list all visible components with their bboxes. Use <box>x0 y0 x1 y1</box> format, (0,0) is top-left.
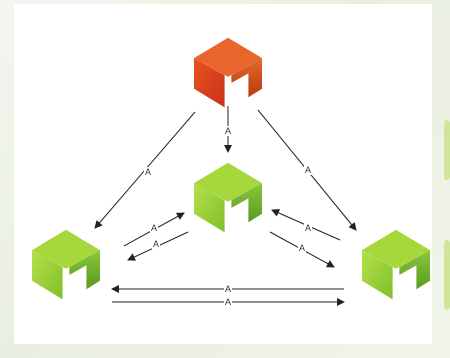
neo-cube-green-icon <box>362 229 430 300</box>
edge-label-background <box>152 239 160 249</box>
edge-label: A <box>153 239 159 249</box>
edge-label-background <box>304 165 312 175</box>
cube-top-face <box>194 37 262 77</box>
cube-left-face <box>32 250 63 300</box>
edge-label: A <box>151 223 157 233</box>
cube-top-face <box>32 229 100 269</box>
edge-label: A <box>299 243 305 253</box>
edge-label-background <box>298 243 306 253</box>
cube-top-face <box>362 229 430 269</box>
neo-cube-green-icon <box>32 229 100 300</box>
cube-right-face <box>231 58 262 98</box>
edge-label: A <box>145 167 151 177</box>
edge-label-background <box>224 297 232 307</box>
cube-left-face <box>194 58 225 108</box>
edge-label: A <box>305 223 311 233</box>
decorative-accent-line <box>444 120 450 180</box>
edge-label-background <box>304 223 312 233</box>
cube-right-face <box>69 250 100 290</box>
cube-top-face <box>194 162 262 202</box>
edge-label-background <box>150 223 158 233</box>
cube-right-face <box>231 183 262 223</box>
edge-label-background <box>224 126 232 136</box>
decorative-accent-line <box>444 240 450 310</box>
edge-label-background <box>224 284 232 294</box>
edge-label: A <box>225 284 231 294</box>
edge-label: A <box>305 165 311 175</box>
edge-label-background <box>144 167 152 177</box>
edge-label: A <box>225 126 231 136</box>
cube-right-face <box>399 250 430 290</box>
neo-cube-orange-icon <box>194 37 262 108</box>
neo-cube-green-icon <box>194 162 262 233</box>
cube-left-face <box>194 183 225 233</box>
cube-left-face <box>362 250 393 300</box>
edge-label: A <box>225 297 231 307</box>
